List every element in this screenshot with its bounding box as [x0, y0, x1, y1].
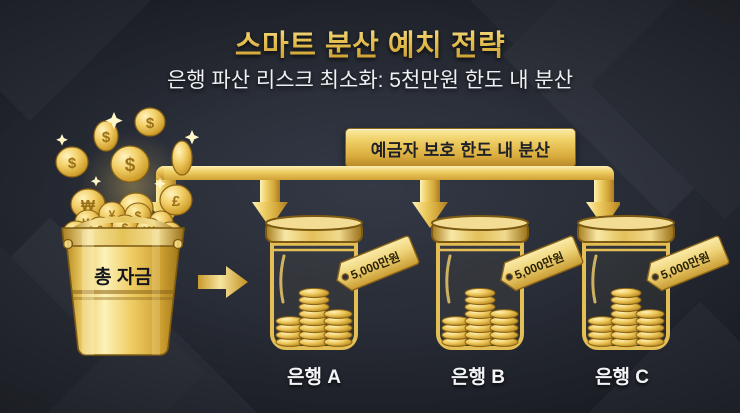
amount-tag-b: 5,000만원 [496, 235, 584, 292]
page-subtitle: 은행 파산 리스크 최소화: 5천만원 한도 내 분산 [166, 69, 574, 92]
amount-tag-c: 5,000만원 [642, 235, 730, 292]
floating-coins-icon: $ $ $ $ ₩ ¥ £ [55, 107, 200, 224]
bank-jar-b [424, 206, 536, 356]
bank-label-b: 은행 B [451, 367, 505, 388]
distribution-pipe [148, 160, 622, 240]
svg-text:$: $ [125, 155, 136, 176]
bank-jar-c [570, 206, 682, 356]
coin-jar-icon [577, 215, 675, 350]
price-tag-icon [500, 235, 584, 292]
distribution-pipe-icon [148, 166, 622, 228]
svg-text:£: £ [172, 193, 181, 210]
price-tag-icon [646, 235, 730, 292]
svg-text:$: $ [135, 209, 142, 223]
right-arrow-icon [198, 266, 248, 298]
svg-text:¥: ¥ [109, 208, 116, 222]
bank-label-c: 은행 C [595, 367, 649, 388]
protection-limit-banner-label: 예금자 보호 한도 내 분산 [370, 140, 551, 160]
svg-text:$: $ [68, 155, 77, 172]
svg-text:$: $ [102, 129, 111, 146]
bank-jar-a [258, 206, 370, 356]
flow-arrow-to-jars [196, 262, 250, 302]
svg-text:$: $ [146, 115, 155, 132]
gold-bucket-icon: ¥ $ ₩ £ $ ₩ $ € [61, 201, 185, 356]
total-funds-bucket: ¥ $ ₩ £ $ ₩ $ € [48, 198, 198, 358]
bank-label-a: 은행 A [287, 367, 341, 388]
coin-jar-icon [431, 215, 529, 350]
coin-jar-icon [265, 215, 363, 350]
svg-text:₩: ₩ [81, 197, 96, 214]
page-title: 스마트 분산 예치 전략 [0, 22, 740, 64]
amount-tag-a: 5,000만원 [332, 235, 420, 292]
floating-coins: $ $ $ $ ₩ ¥ £ [50, 100, 220, 230]
price-tag-icon [336, 235, 420, 292]
